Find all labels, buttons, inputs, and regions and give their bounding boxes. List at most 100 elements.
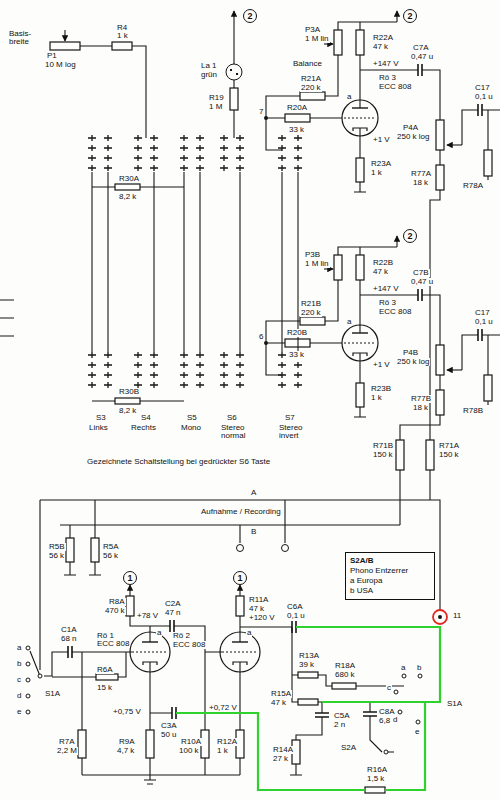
part-label: +120 V (248, 614, 276, 622)
part-label: S3 (95, 414, 107, 422)
part-label: 250 k log (396, 133, 430, 141)
resistor-symbol (298, 699, 318, 705)
part-label: +147 V (372, 60, 400, 68)
part-label: R21A (300, 75, 322, 83)
part-label: c (16, 676, 22, 684)
callout-circle (404, 10, 417, 23)
resistor-symbol (334, 30, 342, 55)
switch-contact (294, 155, 302, 161)
part-label: P4B (402, 349, 419, 357)
part-label: R22B (372, 259, 394, 267)
switch-contact (180, 165, 188, 171)
resistor-symbol (78, 730, 86, 758)
switch-contact (236, 135, 244, 141)
switch-contact (150, 145, 158, 151)
part-label: P4A (402, 124, 419, 132)
part-label: R20A (286, 104, 308, 112)
switch-contact (104, 372, 112, 378)
switch-contact (220, 155, 228, 161)
tube-anode (232, 641, 248, 642)
part-label: ECC 808 (172, 641, 206, 649)
switch-contact (88, 165, 96, 171)
part-label: ECC 808 (378, 83, 412, 91)
part-label: 150 k (438, 451, 460, 459)
part-label: A (250, 489, 257, 497)
resistor-symbol (332, 683, 356, 689)
capacitor-symbol (315, 713, 329, 717)
part-label: Aufnahme / Recording (200, 508, 282, 516)
resistor-symbol (236, 596, 244, 616)
part-label: ECC 808 (96, 640, 130, 648)
callout-circle (124, 572, 137, 585)
channel-stage (264, 11, 500, 192)
capacitor-symbol (292, 621, 296, 633)
part-label: S1A (44, 690, 61, 698)
switch-contact (196, 135, 204, 141)
part-label: 4,7 k (116, 747, 135, 755)
part-label: 1 M (208, 103, 223, 111)
switch-contact (26, 710, 30, 714)
box-text: Phono Entzerrer (350, 566, 430, 576)
resistor-symbol (334, 255, 342, 280)
switch-contact (180, 145, 188, 151)
switch-contact (220, 165, 228, 171)
highlight-ring (433, 610, 447, 624)
resistor-symbol (356, 383, 364, 407)
junction-dot (264, 116, 268, 120)
part-label: R7A (58, 738, 76, 746)
switch-contact (220, 145, 228, 151)
tube-cathode (353, 128, 367, 131)
wire (183, 172, 184, 352)
part-label: 1 k (216, 747, 229, 755)
switch-contact (236, 352, 244, 358)
part-label: R5B (48, 543, 66, 551)
part-label: e (16, 708, 22, 716)
switch-contact (394, 690, 398, 694)
part-label: 33 k (288, 126, 305, 134)
switch-contact (104, 155, 112, 161)
resistor-symbol (115, 184, 140, 190)
part-label: 56 k (48, 552, 65, 560)
lamp-electrodes (230, 70, 238, 74)
part-label: 47 k (248, 605, 265, 613)
tube-cathode (143, 662, 157, 665)
part-label: R23A (370, 160, 392, 168)
resistor-symbol (112, 42, 132, 50)
main-wiring (0, 10, 447, 794)
part-label: 2 n (333, 721, 346, 729)
switch-contact (180, 135, 188, 141)
switch-contact (196, 352, 204, 358)
part-label: 18 k (412, 404, 429, 412)
part-label: C7A (412, 44, 430, 52)
callout-circle (244, 10, 257, 23)
switch-contact (104, 382, 112, 388)
switch-contact (150, 165, 158, 171)
part-label: 1 M lin (304, 260, 330, 268)
box-text: a Europa (350, 576, 430, 586)
part-label: R8A (108, 598, 126, 606)
callout-number: 2 (406, 232, 413, 241)
part-label: R15A (270, 690, 292, 698)
callout-number: 2 (406, 12, 413, 21)
part-label: 11 (452, 612, 462, 620)
part-label: R77B (410, 395, 432, 403)
part-label: 56 k (102, 552, 119, 560)
capacitor-symbol (418, 64, 422, 76)
part-label: 2,2 M (56, 747, 78, 755)
part-label: a (346, 93, 352, 101)
switch-contact (150, 135, 158, 141)
switch-contact (278, 352, 286, 358)
part-label: C17 (474, 84, 491, 92)
part-label: b (416, 664, 422, 672)
switch-contact (104, 145, 112, 151)
switch-contact (294, 165, 302, 171)
capacitor-symbol (418, 289, 422, 301)
part-label: R9A (118, 738, 136, 746)
switch-contact (134, 135, 142, 141)
capacitor-symbol (172, 707, 176, 719)
switch-contact (196, 155, 204, 161)
part-label: 47 k (372, 268, 389, 276)
part-label: La 1 (200, 62, 218, 70)
resistor-symbol (146, 730, 154, 758)
